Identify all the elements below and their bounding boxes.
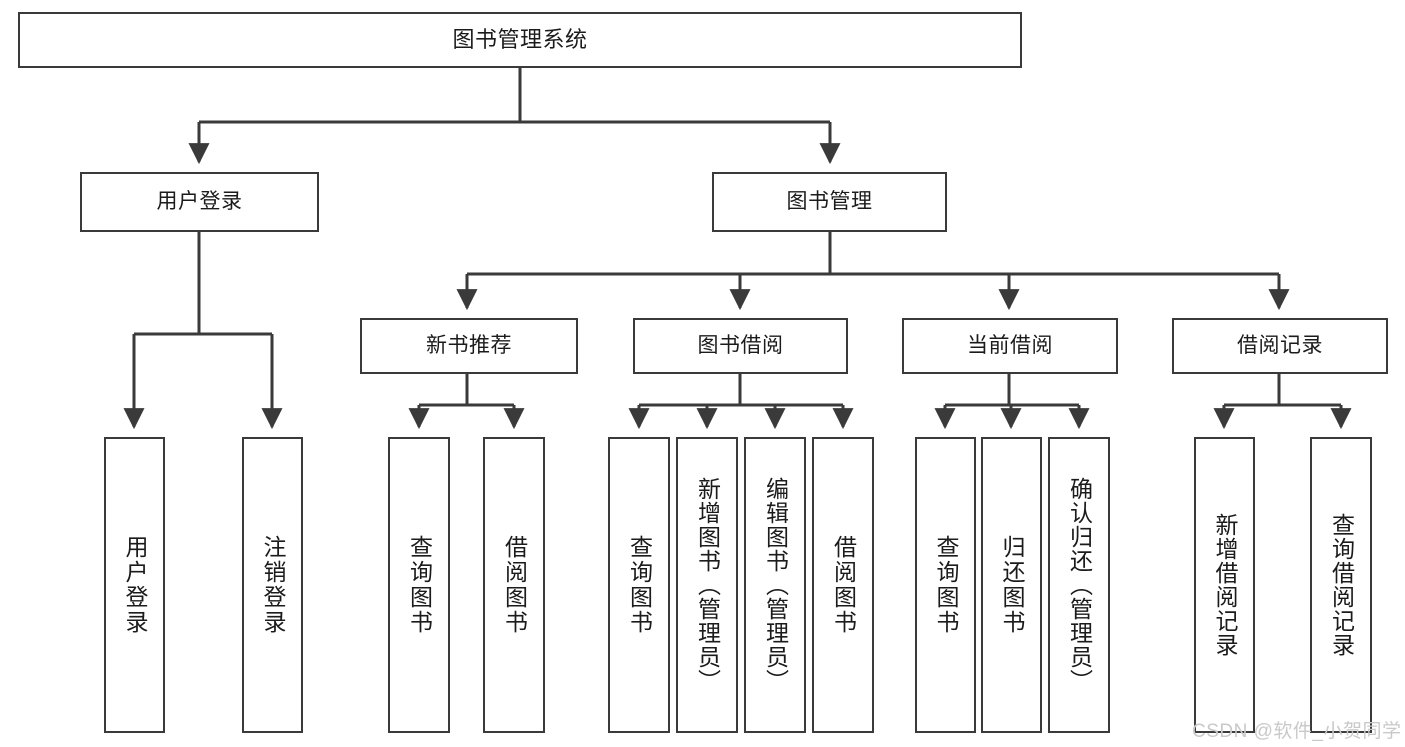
node-book-borrow[interactable]: 图书借阅 (633, 318, 848, 374)
node-new-book-recommend-label: 新书推荐 (426, 333, 512, 357)
node-borrow-record-label: 借阅记录 (1237, 333, 1323, 357)
node-leaf-query-book-2[interactable]: 查询图书 (608, 437, 670, 733)
node-leaf-borrow-book-1-label: 借阅图书 (501, 535, 528, 635)
node-leaf-add-book-label: 新增图书（管理员） (694, 477, 721, 693)
node-book-manage-label: 图书管理 (786, 189, 873, 213)
node-book-manage[interactable]: 图书管理 (712, 172, 947, 232)
node-user-login-label: 用户登录 (156, 189, 243, 213)
node-leaf-query-book-1-label: 查询图书 (406, 535, 433, 635)
node-user-login[interactable]: 用户登录 (80, 172, 319, 232)
node-current-borrow[interactable]: 当前借阅 (902, 318, 1118, 374)
node-leaf-query-record[interactable]: 查询借阅记录 (1310, 437, 1372, 733)
node-borrow-record[interactable]: 借阅记录 (1172, 318, 1388, 374)
csdn-watermark: CSDN @软件_小贺同学 (1192, 721, 1402, 742)
node-leaf-return-book-label: 归还图书 (999, 535, 1025, 635)
node-leaf-add-record[interactable]: 新增借阅记录 (1194, 437, 1255, 733)
node-leaf-user-login-label: 用户登录 (122, 535, 148, 635)
node-leaf-query-book-2-label: 查询图书 (626, 535, 653, 635)
node-leaf-edit-book-label: 编辑图书（管理员） (762, 477, 789, 693)
node-leaf-query-book-3-label: 查询图书 (933, 535, 959, 635)
node-leaf-user-login[interactable]: 用户登录 (104, 437, 165, 733)
node-leaf-logout[interactable]: 注销登录 (242, 437, 303, 733)
node-book-borrow-label: 图书借阅 (697, 333, 784, 357)
node-leaf-add-book[interactable]: 新增图书（管理员） (676, 437, 738, 733)
node-new-book-recommend[interactable]: 新书推荐 (360, 318, 578, 374)
node-leaf-confirm-return-label: 确认归还（管理员） (1066, 477, 1093, 693)
node-leaf-logout-label: 注销登录 (260, 535, 286, 635)
node-leaf-return-book[interactable]: 归还图书 (981, 437, 1042, 733)
node-root-label: 图书管理系统 (452, 27, 588, 53)
node-leaf-query-book-1[interactable]: 查询图书 (388, 437, 450, 733)
node-current-borrow-label: 当前借阅 (967, 333, 1053, 357)
node-leaf-borrow-book-1[interactable]: 借阅图书 (483, 437, 545, 733)
node-leaf-confirm-return[interactable]: 确认归还（管理员） (1048, 437, 1110, 733)
node-leaf-borrow-book-2[interactable]: 借阅图书 (812, 437, 874, 733)
node-leaf-add-record-label: 新增借阅记录 (1212, 513, 1238, 657)
node-leaf-query-record-label: 查询借阅记录 (1328, 513, 1355, 657)
node-leaf-borrow-book-2-label: 借阅图书 (830, 535, 857, 635)
node-leaf-edit-book[interactable]: 编辑图书（管理员） (744, 437, 806, 733)
node-leaf-query-book-3[interactable]: 查询图书 (915, 437, 976, 733)
node-root[interactable]: 图书管理系统 (18, 12, 1022, 68)
